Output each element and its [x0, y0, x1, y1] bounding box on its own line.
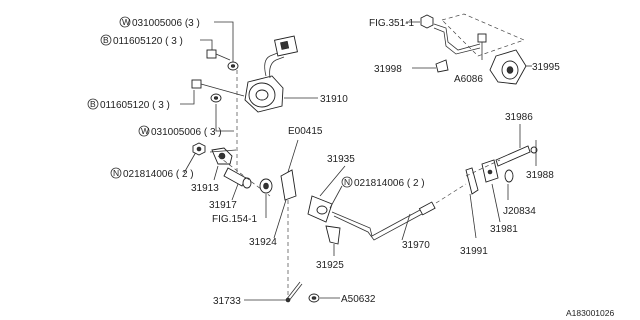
label-31733: 31733 [213, 296, 241, 307]
callout-n-left-symbol: N [113, 168, 119, 178]
callout-b-mid: B 011605120 ( 3 ) [87, 90, 195, 111]
callout-b-top: B 011605120 ( 3 ) [100, 34, 213, 52]
callout-n-left-code: 021814006 ( 2 ) [123, 169, 194, 180]
rod-31986 [465, 124, 531, 177]
clevis-31981 [481, 159, 501, 223]
clip-31988 [530, 140, 538, 166]
label-fig154: FIG.154-1 [212, 214, 257, 225]
callout-n-right-code: 021814006 ( 2 ) [354, 178, 425, 189]
actuator-31910 [244, 35, 318, 113]
rod-31733 [244, 281, 303, 303]
dashed-guide-top-right [441, 13, 525, 57]
washer-top [227, 61, 239, 71]
label-a50632: A50632 [341, 294, 376, 305]
dashed-guide-lever [217, 155, 271, 197]
diagram-id: A183001026 [566, 308, 614, 318]
bracket-31998 [406, 14, 481, 73]
label-31935: 31935 [327, 154, 355, 165]
grommet-31924 [259, 178, 273, 194]
label-31988: 31988 [526, 170, 554, 181]
cable-31970 [331, 183, 467, 241]
label-31981: 31981 [490, 224, 518, 235]
clip-a50632 [308, 293, 340, 303]
callout-b-top-symbol: B [103, 35, 109, 45]
label-31998: 31998 [374, 64, 402, 75]
bracket-e00415 [273, 139, 299, 239]
label-31913: 31913 [191, 183, 219, 194]
callout-w-mid-symbol: W [141, 126, 149, 136]
label-31925: 31925 [316, 260, 344, 271]
label-31910: 31910 [320, 94, 348, 105]
label-j20834: J20834 [503, 206, 536, 217]
label-31917: 31917 [209, 200, 237, 211]
rod-end-31917 [223, 167, 252, 201]
bolt-a6086 [477, 33, 487, 60]
label-a6086: A6086 [454, 74, 483, 85]
label-e00415: E00415 [288, 126, 323, 137]
callout-b-top-code: 011605120 ( 3 ) [113, 36, 183, 47]
callout-n-left: N 021814006 ( 2 ) [110, 151, 197, 180]
label-31970: 31970 [402, 240, 430, 251]
callout-b-mid-code: 011605120 ( 3 ) [100, 100, 170, 111]
washer-mid [210, 93, 222, 103]
label-31995: 31995 [532, 62, 560, 73]
label-31986: 31986 [505, 112, 533, 123]
label-31991: 31991 [460, 246, 488, 257]
callout-w-top-code: 031005006 (3 ) [132, 18, 200, 29]
callout-w-mid: W 031005006 ( 3 ) [138, 104, 234, 138]
clip-j20834 [504, 169, 514, 200]
switch-31995 [489, 49, 532, 85]
label-31924: 31924 [249, 237, 277, 248]
callout-w-mid-code: 031005006 ( 3 ) [151, 127, 222, 138]
lever-31991 [465, 167, 479, 239]
callout-w-top: W 031005006 (3 ) [119, 16, 234, 62]
bolt-mid [191, 79, 245, 97]
label-fig351: FIG.351-1 [369, 18, 414, 29]
callout-n-right-symbol: N [344, 177, 350, 187]
cable-arm-31935 [307, 165, 346, 256]
bolt-top [206, 49, 231, 61]
callout-w-top-symbol: W [122, 17, 130, 27]
nut-left [192, 142, 206, 156]
callout-n-right: N 021814006 ( 2 ) [329, 176, 425, 209]
callout-b-mid-symbol: B [90, 99, 96, 109]
